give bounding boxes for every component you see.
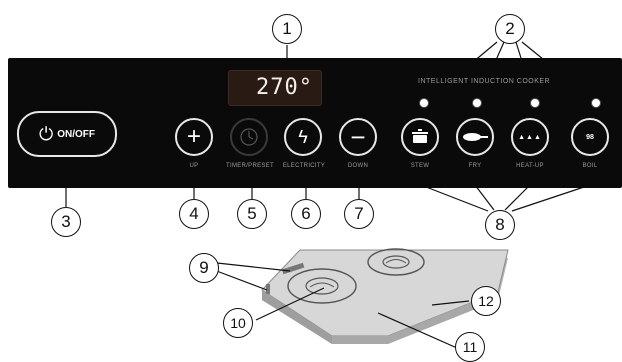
timer-preset-button[interactable] [230, 118, 268, 156]
fry-button[interactable] [456, 118, 494, 156]
boil-indicator-led [591, 98, 601, 108]
fry-label: FRY [468, 163, 482, 169]
callout-7: 7 [344, 199, 374, 229]
temperature-display: 270° [228, 70, 322, 106]
heat-up-indicator-led [530, 98, 540, 108]
boil-label: BOIL [582, 163, 598, 169]
cooktop-illustration [261, 248, 509, 344]
lightning-icon: ϟ [298, 127, 308, 147]
brand-text: INTELLIGENT INDUCTION COOKER [418, 78, 551, 85]
frying-pan-icon [463, 133, 488, 141]
down-button[interactable]: − [339, 118, 377, 156]
up-button[interactable]: + [175, 118, 213, 156]
heat-up-label: HEAT-UP [516, 163, 544, 169]
stew-label: STEW [410, 163, 430, 169]
up-label: UP [189, 163, 199, 169]
callout-9: 9 [189, 253, 219, 283]
callout-11: 11 [455, 332, 485, 362]
stew-button[interactable] [401, 118, 439, 156]
callout-1: 1 [272, 14, 302, 44]
callout-4: 4 [179, 199, 209, 229]
heat-up-icon: ▲▲▲ [518, 133, 542, 141]
onoff-label: ON/OFF [57, 128, 96, 140]
minus-icon: − [350, 122, 366, 152]
callout-6: 6 [291, 199, 321, 229]
callout-10: 10 [223, 308, 253, 338]
stew-indicator-led [419, 98, 429, 108]
pot-icon [412, 129, 428, 143]
callout-8: 8 [485, 210, 515, 240]
plus-icon: + [186, 123, 201, 150]
callout-5: 5 [237, 199, 267, 229]
fry-indicator-led [472, 98, 482, 108]
down-label: DOWN [347, 163, 369, 169]
onoff-button[interactable]: ⏻ ON/OFF [17, 111, 117, 157]
power-icon: ⏻ [38, 124, 54, 144]
rear-burner [367, 248, 425, 276]
electricity-label: ELECTRICITY [282, 163, 326, 169]
callout-2: 2 [495, 14, 525, 44]
clock-icon [240, 128, 258, 146]
heat-up-button[interactable]: ▲▲▲ [511, 118, 549, 156]
callout-12: 12 [471, 286, 501, 316]
timer-preset-label: TIMER/PRESET [226, 163, 274, 169]
boil-button[interactable]: 98 [571, 118, 609, 156]
callout-3: 3 [51, 207, 81, 237]
kettle-icon: 98 [586, 133, 594, 141]
front-burner [287, 268, 357, 304]
electricity-button[interactable]: ϟ [284, 118, 322, 156]
